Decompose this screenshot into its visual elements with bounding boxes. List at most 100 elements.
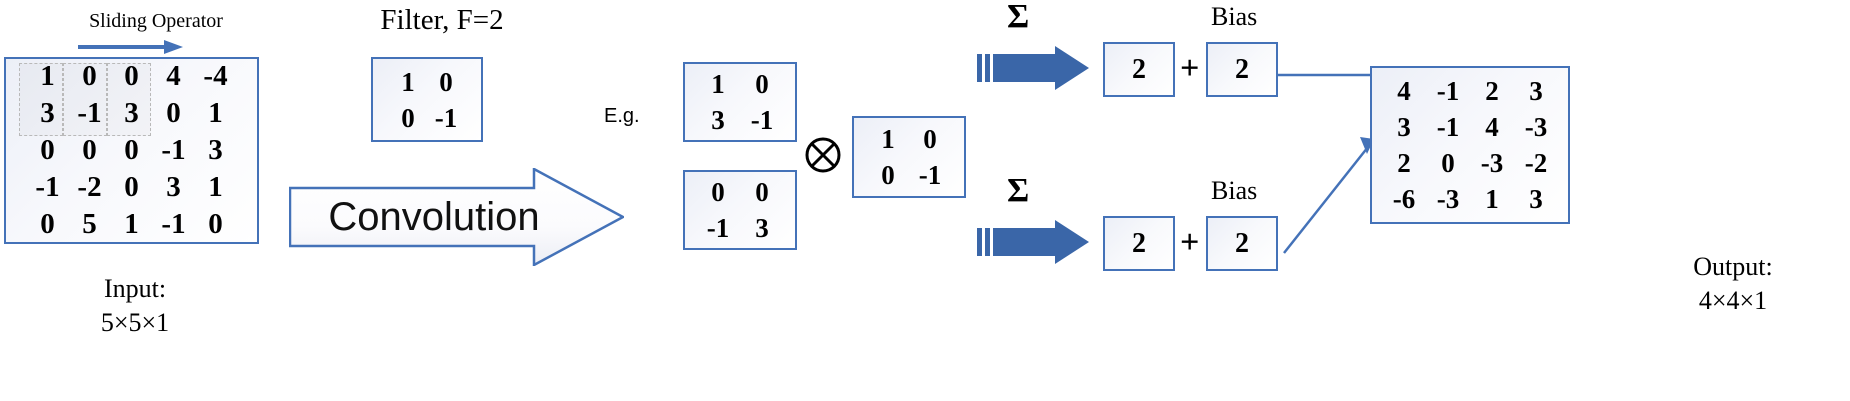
input-matrix-row: 0 5 1 -1 0 [27, 206, 237, 243]
output-cell: 2 [1485, 76, 1499, 106]
kernel-matrix-row: 0 -1 [867, 157, 951, 193]
output-cell: -3 [1436, 184, 1460, 214]
patch-bottom-cell: 3 [755, 213, 769, 243]
input-matrix-row: 3 -1 3 0 1 [27, 95, 237, 132]
sigma-symbol-bottom: Σ [1007, 172, 1030, 209]
sliding-operator-label: Sliding Operator [89, 10, 223, 32]
sum-value-box-bottom: 2 [1103, 216, 1175, 271]
bias-label-top: Bias [1211, 2, 1258, 31]
filter-cell: 0 [401, 102, 415, 133]
patch-matrix-top: 1 0 3 -1 [683, 62, 797, 142]
patch-top-cell: 0 [755, 69, 769, 99]
output-matrix-row: 3 -1 4 -3 [1382, 109, 1558, 145]
input-cell: 0 [166, 97, 181, 129]
input-cell: 0 [208, 208, 223, 240]
patch-top-row: 1 0 [696, 66, 784, 102]
input-caption-line2: 5×5×1 [100, 308, 170, 337]
patch-bottom-row: -1 3 [696, 210, 784, 246]
output-cell: -6 [1392, 184, 1416, 214]
output-cell: 2 [1397, 148, 1411, 178]
input-cell: -1 [161, 134, 186, 166]
sum-value-box-top: 2 [1103, 42, 1175, 97]
input-matrix-row: 0 0 0 -1 3 [27, 132, 237, 169]
sliding-window-position-1 [19, 63, 63, 136]
patch-top-cell: 3 [711, 105, 725, 135]
input-cell: -1 [161, 208, 186, 240]
input-cell: 1 [124, 208, 139, 240]
kernel-cell: -1 [918, 160, 942, 190]
patch-top-row: 3 -1 [696, 102, 784, 138]
kernel-matrix-row: 1 0 [867, 121, 951, 157]
patch-bottom-cell: 0 [711, 177, 725, 207]
patch-bottom-cell: -1 [706, 213, 730, 243]
patch-bottom-cell: 0 [755, 177, 769, 207]
output-cell: -1 [1436, 76, 1460, 106]
patch-matrix-bottom: 0 0 -1 3 [683, 170, 797, 250]
input-cell: -1 [35, 171, 60, 203]
input-caption-line1: Input: [103, 274, 167, 303]
input-cell: 0 [40, 134, 55, 166]
kernel-matrix: 1 0 0 -1 [852, 116, 966, 198]
output-cell: 4 [1397, 76, 1411, 106]
filter-matrix-row: 0 -1 [389, 100, 465, 136]
input-cell: 0 [124, 134, 139, 166]
input-matrix-row: 1 0 0 4 -4 [27, 58, 237, 95]
input-cell: 3 [166, 171, 181, 203]
input-matrix: 1 0 0 4 -4 3 -1 3 0 1 0 0 0 -1 3 -1 -2 0… [4, 57, 259, 244]
output-matrix: 4 -1 2 3 3 -1 4 -3 2 0 -3 -2 -6 -3 1 3 [1370, 66, 1570, 224]
sum-arrow-top-icon [977, 46, 1089, 90]
sum-arrow-bottom-icon [977, 220, 1089, 264]
sliding-operator-arrow-icon [78, 40, 183, 54]
output-matrix-row: 2 0 -3 -2 [1382, 145, 1558, 181]
output-cell: -3 [1480, 148, 1504, 178]
output-cell: 0 [1441, 148, 1455, 178]
output-cell: -2 [1524, 148, 1548, 178]
plus-sign-top: + [1180, 50, 1200, 87]
input-cell: 1 [208, 97, 223, 129]
patch-top-cell: 1 [711, 69, 725, 99]
filter-matrix: 1 0 0 -1 [371, 57, 483, 142]
input-cell: 0 [82, 60, 97, 92]
sliding-window-position-3 [107, 63, 151, 136]
patch-bottom-row: 0 0 [696, 174, 784, 210]
input-cell: 0 [124, 60, 139, 92]
input-cell: 5 [82, 208, 97, 240]
input-cell: 4 [166, 60, 181, 92]
output-cell: -3 [1524, 112, 1548, 142]
output-caption-line1: Output: [1693, 252, 1773, 281]
sliding-window-position-2 [63, 63, 107, 136]
patch-top-cell: -1 [750, 105, 774, 135]
output-cell: 4 [1485, 112, 1499, 142]
input-cell: 1 [208, 171, 223, 203]
filter-matrix-row: 1 0 [389, 64, 465, 100]
input-matrix-row: -1 -2 0 3 1 [27, 169, 237, 206]
input-cell: 3 [40, 97, 55, 129]
input-cell: 0 [82, 134, 97, 166]
convolution-label: Convolution [328, 194, 540, 239]
kernel-cell: 0 [881, 160, 895, 190]
plus-sign-bottom: + [1180, 224, 1200, 261]
output-matrix-row: 4 -1 2 3 [1382, 73, 1558, 109]
filter-cell: 0 [439, 66, 453, 97]
convolution-block-arrow-icon [289, 168, 624, 266]
convolution-operator-icon [805, 137, 841, 173]
output-caption: Output: 4×4×1 [1628, 250, 1838, 318]
input-cell: 3 [124, 97, 139, 129]
input-cell: 0 [124, 171, 139, 203]
sigma-symbol-top: Σ [1007, 0, 1030, 35]
input-cell: -4 [203, 60, 228, 92]
output-cell: 1 [1485, 184, 1499, 214]
input-cell: 1 [40, 60, 55, 92]
output-matrix-row: -6 -3 1 3 [1382, 181, 1558, 217]
filter-cell: -1 [434, 102, 458, 133]
input-caption: Input: 5×5×1 [30, 272, 240, 340]
output-cell: -1 [1436, 112, 1460, 142]
kernel-cell: 1 [881, 124, 895, 154]
bias-label-bottom: Bias [1211, 176, 1258, 205]
input-cell: -1 [77, 97, 102, 129]
filter-label: Filter, F=2 [380, 4, 504, 36]
input-cell: 0 [40, 208, 55, 240]
kernel-cell: 0 [923, 124, 937, 154]
eg-label: E.g. [604, 105, 640, 127]
